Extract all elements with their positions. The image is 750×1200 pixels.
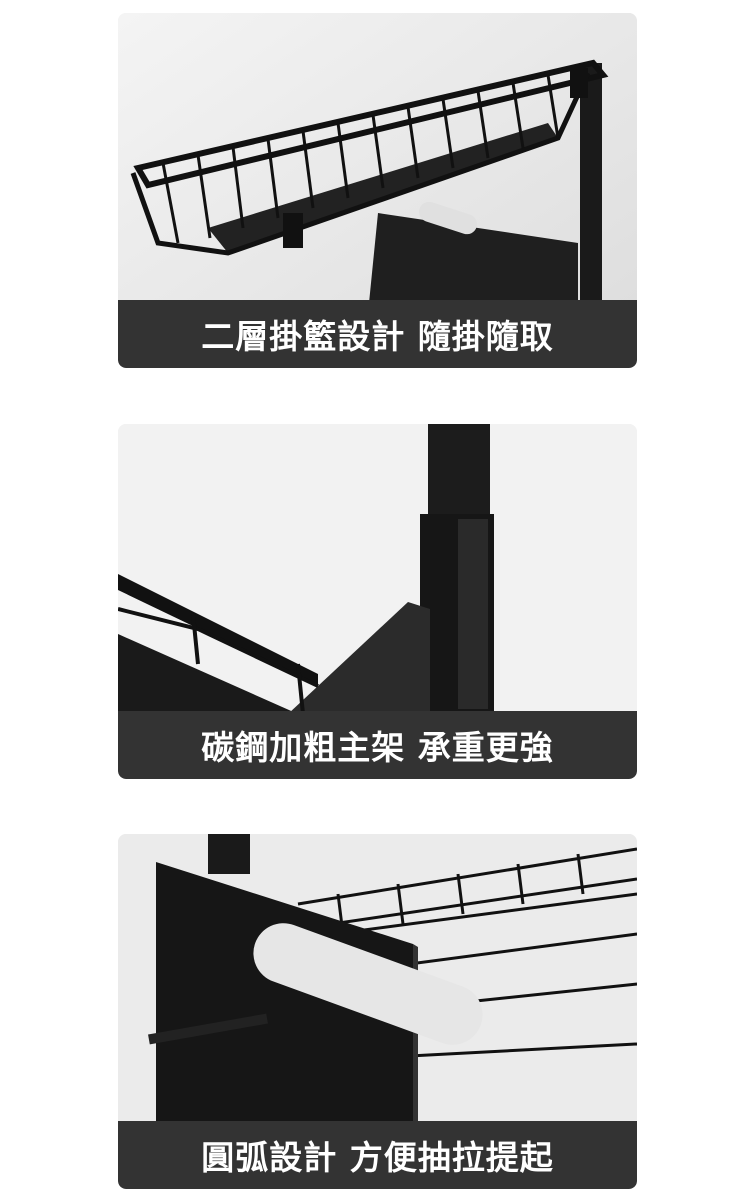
caption-bar: 圓弧設計 方便抽拉提起 [118,1121,637,1189]
feature-panel-hanging-basket: 二層掛籃設計 隨掛隨取 [118,13,637,368]
caption-bar: 二層掛籃設計 隨掛隨取 [118,300,637,368]
feature-panel-carbon-steel-frame: 碳鋼加粗主架 承重更強 [118,424,637,779]
feature-panel-curved-design: 圓弧設計 方便抽拉提起 [118,834,637,1189]
caption-bar: 碳鋼加粗主架 承重更強 [118,711,637,779]
